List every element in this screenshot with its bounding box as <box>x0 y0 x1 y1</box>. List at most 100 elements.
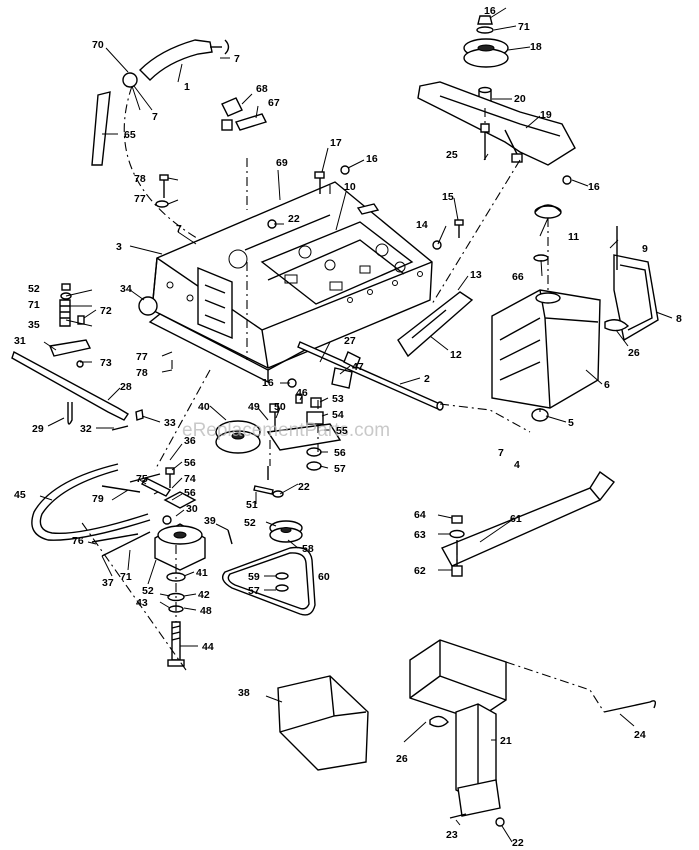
callout-22a: 22 <box>288 213 300 225</box>
callout-39: 39 <box>204 515 216 527</box>
callout-33: 33 <box>164 417 176 429</box>
callout-42: 42 <box>198 589 210 601</box>
callout-40: 40 <box>198 401 210 413</box>
callout-7b: 7 <box>152 111 158 123</box>
callout-32: 32 <box>80 423 92 435</box>
callout-62: 62 <box>414 565 426 577</box>
linkage-tubes <box>91 39 230 166</box>
top-hardware <box>221 97 267 131</box>
callout-38: 38 <box>238 687 250 699</box>
callout-79: 79 <box>92 493 104 505</box>
callout-41: 41 <box>196 567 208 579</box>
callout-68: 68 <box>256 83 268 95</box>
callout-11: 11 <box>568 231 579 243</box>
callout-35: 35 <box>28 319 40 331</box>
callout-55: 55 <box>336 425 348 437</box>
callout-50: 50 <box>274 401 286 413</box>
callout-72: 72 <box>100 305 112 317</box>
callout-16b: 16 <box>484 5 496 17</box>
callout-56a: 56 <box>334 447 346 459</box>
rod-2 <box>297 341 444 411</box>
callout-56c: 56 <box>184 487 196 499</box>
callout-47: 47 <box>352 361 364 373</box>
callout-71b: 71 <box>28 299 40 311</box>
callout-26b: 26 <box>396 753 408 765</box>
fuel-tank <box>491 204 659 422</box>
callout-71a: 71 <box>518 21 530 33</box>
spring-plate-47 <box>331 367 353 389</box>
leader-lines <box>39 7 673 843</box>
callout-60: 60 <box>318 571 330 583</box>
callout-57b: 57 <box>248 585 260 597</box>
callout-26a: 26 <box>628 347 640 359</box>
callout-74: 74 <box>184 473 196 485</box>
callout-4: 4 <box>514 459 520 471</box>
callout-7d: 7 <box>498 447 504 459</box>
callout-21: 21 <box>500 735 512 747</box>
callout-48: 48 <box>200 605 212 617</box>
callout-19: 19 <box>540 109 552 121</box>
callout-9: 9 <box>642 243 648 255</box>
callout-14: 14 <box>416 219 428 231</box>
callout-16a: 16 <box>366 153 378 165</box>
stand-21-group <box>409 639 657 827</box>
callout-51: 51 <box>246 499 258 511</box>
callout-44: 44 <box>202 641 214 653</box>
center-lines <box>79 85 605 713</box>
callout-77a: 77 <box>134 193 146 205</box>
callout-29: 29 <box>32 423 44 435</box>
callout-15: 15 <box>442 191 454 203</box>
callout-76: 76 <box>72 535 84 547</box>
cover-38 <box>277 675 369 771</box>
callout-64: 64 <box>414 509 426 521</box>
callout-78a: 78 <box>134 173 146 185</box>
frame-bolts <box>155 165 464 250</box>
callout-58: 58 <box>302 543 314 555</box>
callout-59: 59 <box>248 571 260 583</box>
callout-46: 46 <box>296 387 308 399</box>
callout-65: 65 <box>124 129 136 141</box>
callout-34: 34 <box>120 283 132 295</box>
callout-labels: 1 70 7 7 65 68 67 69 17 16 10 22 78 77 7… <box>14 5 682 849</box>
callout-25: 25 <box>446 149 458 161</box>
callout-7c: 7 <box>176 223 182 235</box>
callout-61: 61 <box>510 513 522 525</box>
belts <box>31 463 316 616</box>
callout-8: 8 <box>676 313 682 325</box>
callout-17: 17 <box>330 137 342 149</box>
callout-36: 36 <box>184 435 196 447</box>
main-frame <box>148 181 474 384</box>
callout-71c: 71 <box>120 571 132 583</box>
callout-22c: 22 <box>512 837 524 849</box>
callout-37: 37 <box>102 577 114 589</box>
callout-28: 28 <box>120 381 132 393</box>
callout-63: 63 <box>414 529 426 541</box>
callout-30: 30 <box>186 503 198 515</box>
callout-70: 70 <box>92 39 104 51</box>
callout-52b: 52 <box>244 517 256 529</box>
callout-57a: 57 <box>334 463 346 475</box>
callout-10: 10 <box>344 181 356 193</box>
lower-pulley-group <box>154 420 261 667</box>
callout-16d: 16 <box>262 377 274 389</box>
callout-77b: 77 <box>136 351 148 363</box>
callout-6: 6 <box>604 379 610 391</box>
callout-78b: 78 <box>136 367 148 379</box>
callout-54: 54 <box>332 409 344 421</box>
callout-43: 43 <box>136 597 148 609</box>
callout-1: 1 <box>184 81 190 93</box>
callout-52a: 52 <box>28 283 40 295</box>
callout-66: 66 <box>512 271 524 283</box>
callout-27: 27 <box>344 335 356 347</box>
callout-20: 20 <box>514 93 526 105</box>
upper-pulley-group <box>417 15 576 185</box>
callout-18: 18 <box>530 41 542 53</box>
callout-56b: 56 <box>184 457 196 469</box>
callout-67: 67 <box>268 97 280 109</box>
callout-7a: 7 <box>234 53 240 65</box>
callout-53: 53 <box>332 393 344 405</box>
left-linkage <box>11 283 172 557</box>
artwork <box>11 7 673 843</box>
pin-39 <box>227 529 233 545</box>
